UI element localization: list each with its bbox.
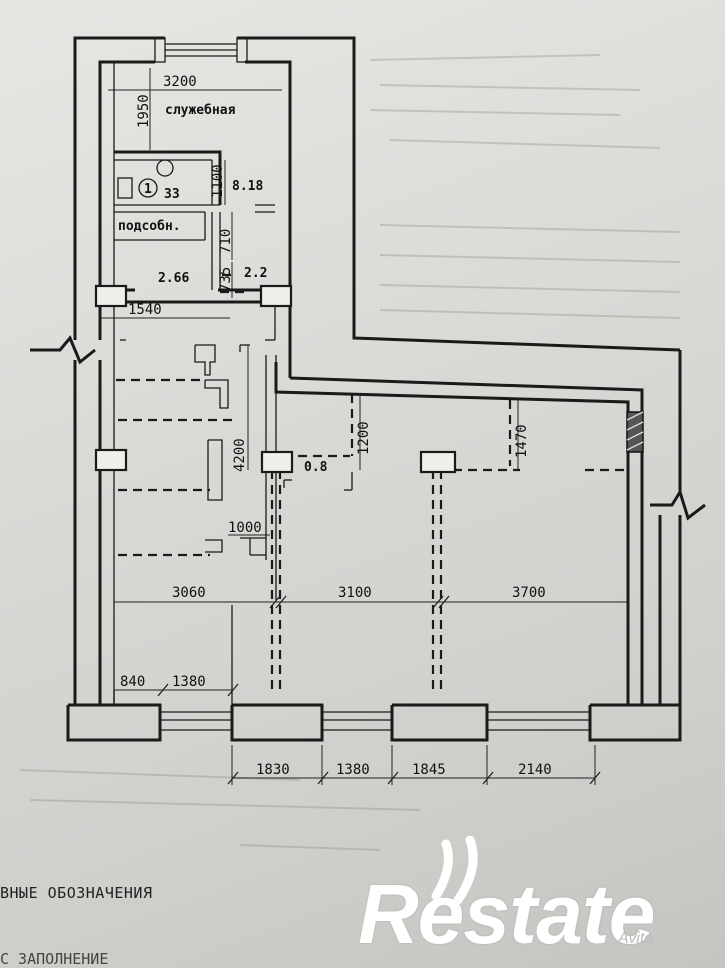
dim-1470: 1470 (514, 424, 530, 458)
dim-1845: 1845 (412, 762, 446, 778)
dim-1540: 1540 (128, 302, 162, 318)
dim-1950: 1950 (136, 94, 152, 128)
dim-1380-top: 1380 (172, 674, 206, 690)
column (419, 450, 457, 474)
dim-1830: 1830 (256, 762, 290, 778)
logo-text: Restate (358, 867, 655, 961)
signal-arcs-icon (431, 836, 478, 905)
room-utility-label: подсобн. (118, 219, 181, 234)
column (259, 284, 293, 308)
dim-3700: 3700 (512, 585, 546, 601)
dim-1100: 1100 (210, 164, 226, 198)
avito-watermark: Avito (618, 930, 654, 947)
restate-logo: Restate (358, 836, 718, 968)
column (94, 284, 128, 308)
legend-line: С ЗАПОЛНЕНИЕ (0, 950, 109, 968)
outer-walls (30, 36, 706, 742)
dim-3200: 3200 (163, 74, 197, 90)
dimension-labels: 3200 1950 1100 710 735 1540 4200 1200 14… (120, 74, 552, 778)
dim-735: 735 (218, 267, 234, 292)
room-service-label: служебная (165, 103, 236, 118)
background-print (19, 54, 681, 851)
dim-1380-bottom: 1380 (336, 762, 370, 778)
dim-4200: 4200 (232, 438, 248, 472)
columns (94, 284, 457, 474)
dim-2140: 2140 (518, 762, 552, 778)
area-2-66: 2.66 (158, 271, 189, 286)
dim-710: 710 (218, 229, 234, 254)
dimension-lines (100, 68, 628, 785)
dim-1200: 1200 (356, 421, 372, 455)
dim-3100: 3100 (338, 585, 372, 601)
area-0-8: 0.8 (304, 460, 328, 475)
dashed-partitions (116, 273, 626, 690)
wc-number: 1 (144, 182, 152, 197)
partitions (100, 62, 353, 705)
column (260, 450, 294, 474)
legend-title: ВНЫЕ ОБОЗНАЧЕНИЯ (0, 884, 153, 902)
column (94, 448, 128, 472)
dim-840: 840 (120, 674, 145, 690)
area-8-18: 8.18 (232, 179, 263, 194)
wc-area: 33 (164, 187, 180, 202)
area-2-2: 2.2 (244, 266, 267, 281)
dim-3060: 3060 (172, 585, 206, 601)
dim-1000: 1000 (228, 520, 262, 536)
room-labels: служебная подсобн. 1 33 8.18 2.66 2.2 0.… (118, 103, 328, 475)
